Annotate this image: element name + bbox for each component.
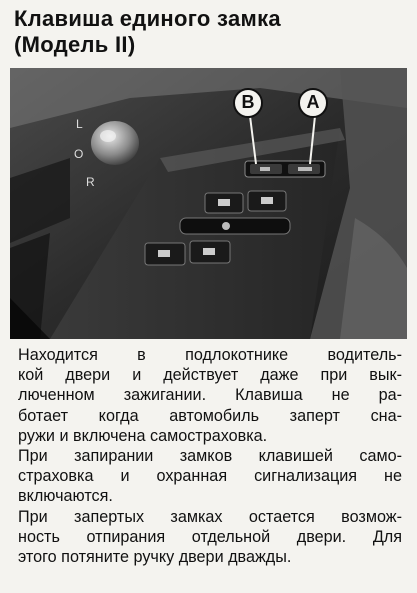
text-line: страховка и охранная сигнализация не (18, 467, 402, 486)
window-lock-switch (179, 217, 291, 235)
paragraph-locking: При запирании замков клавишей само- стра… (18, 446, 402, 507)
mirror-adjust-knob (91, 121, 139, 165)
door-panel-photo: L O R (10, 68, 407, 339)
text-line: Находится в подлокотнике водитель- (18, 346, 402, 364)
page-title: Клавиша единого замка (Модель II) (14, 6, 281, 58)
text-line: ружи и включена самостраховка. (18, 426, 268, 445)
mirror-label-o: O (74, 147, 83, 161)
door-top-surface (10, 68, 407, 128)
window-switch-front (204, 190, 287, 214)
title-line-1: Клавиша единого замка (14, 6, 281, 31)
mirror-label-l: L (76, 117, 83, 131)
text-line: ботает когда автомобиль заперт сна- (18, 406, 402, 425)
central-lock-switch (244, 160, 326, 178)
door-panel-illustration: L O R (10, 68, 407, 339)
text-line: этого потяните ручку двери дважды. (18, 548, 292, 567)
paragraph-location: Находится в подлокотнике водитель- кой д… (18, 345, 402, 446)
callout-a: A (298, 88, 328, 118)
description-text: Находится в подлокотнике водитель- кой д… (18, 345, 402, 567)
text-line: При запирании замков клавишей само- (18, 447, 402, 466)
callout-b: B (233, 88, 263, 118)
text-line: люченном зажигании. Клавиша не ра- (18, 386, 402, 405)
callout-b-leader (249, 115, 257, 165)
text-line: При запертых замках остается возмож- (18, 507, 402, 526)
text-line: включаются. (18, 487, 113, 506)
text-line: кой двери и действует даже при вык- (18, 366, 402, 385)
title-line-2: (Модель II) (14, 32, 136, 57)
mirror-label-r: R (86, 175, 95, 189)
window-switch-rear (144, 240, 231, 266)
paragraph-unlocking: При запертых замках остается возмож- нос… (18, 507, 402, 568)
text-line: ность отпирания отдельной двери. Для (18, 527, 402, 546)
callout-a-leader (309, 115, 316, 165)
